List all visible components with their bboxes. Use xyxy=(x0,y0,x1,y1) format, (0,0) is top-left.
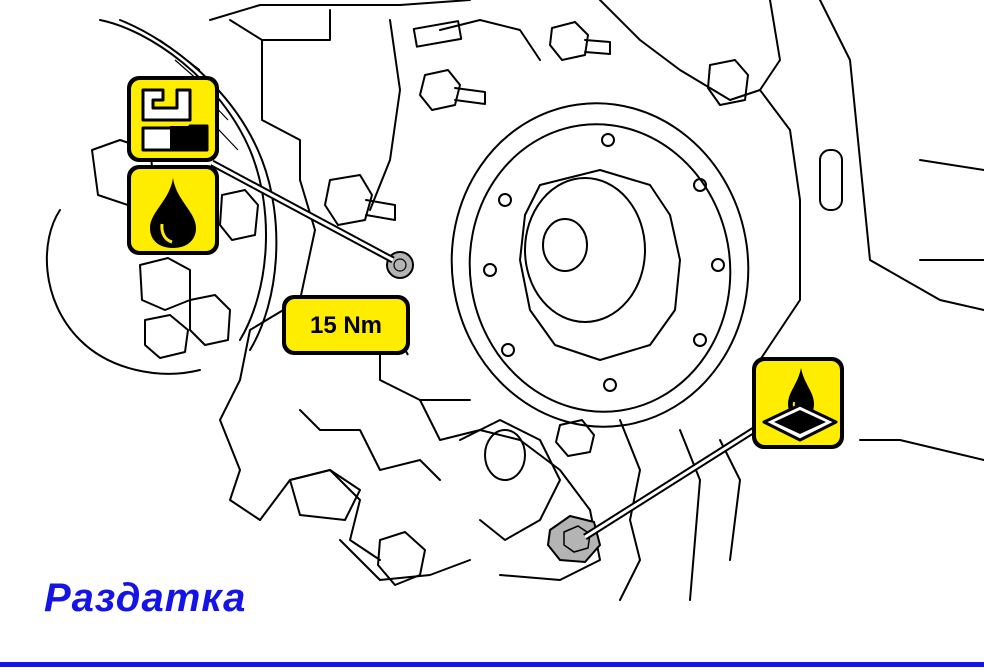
drain-plug xyxy=(546,514,602,564)
oil-level-icon xyxy=(127,76,219,162)
output-flange xyxy=(450,102,750,428)
left-disc xyxy=(45,19,278,375)
bottom-rule xyxy=(0,662,984,667)
left-bolts xyxy=(91,139,259,359)
leader-lines xyxy=(210,159,764,540)
oil-drop-icon xyxy=(127,165,219,255)
housing-outline xyxy=(209,0,984,601)
lower-bracket xyxy=(289,419,561,541)
studs xyxy=(324,21,749,586)
torque-label: 15 Nm xyxy=(310,312,382,339)
caption: Раздатка xyxy=(44,576,247,620)
torque-callout: 15 Nm xyxy=(282,295,410,355)
oil-drain-icon xyxy=(752,357,844,449)
